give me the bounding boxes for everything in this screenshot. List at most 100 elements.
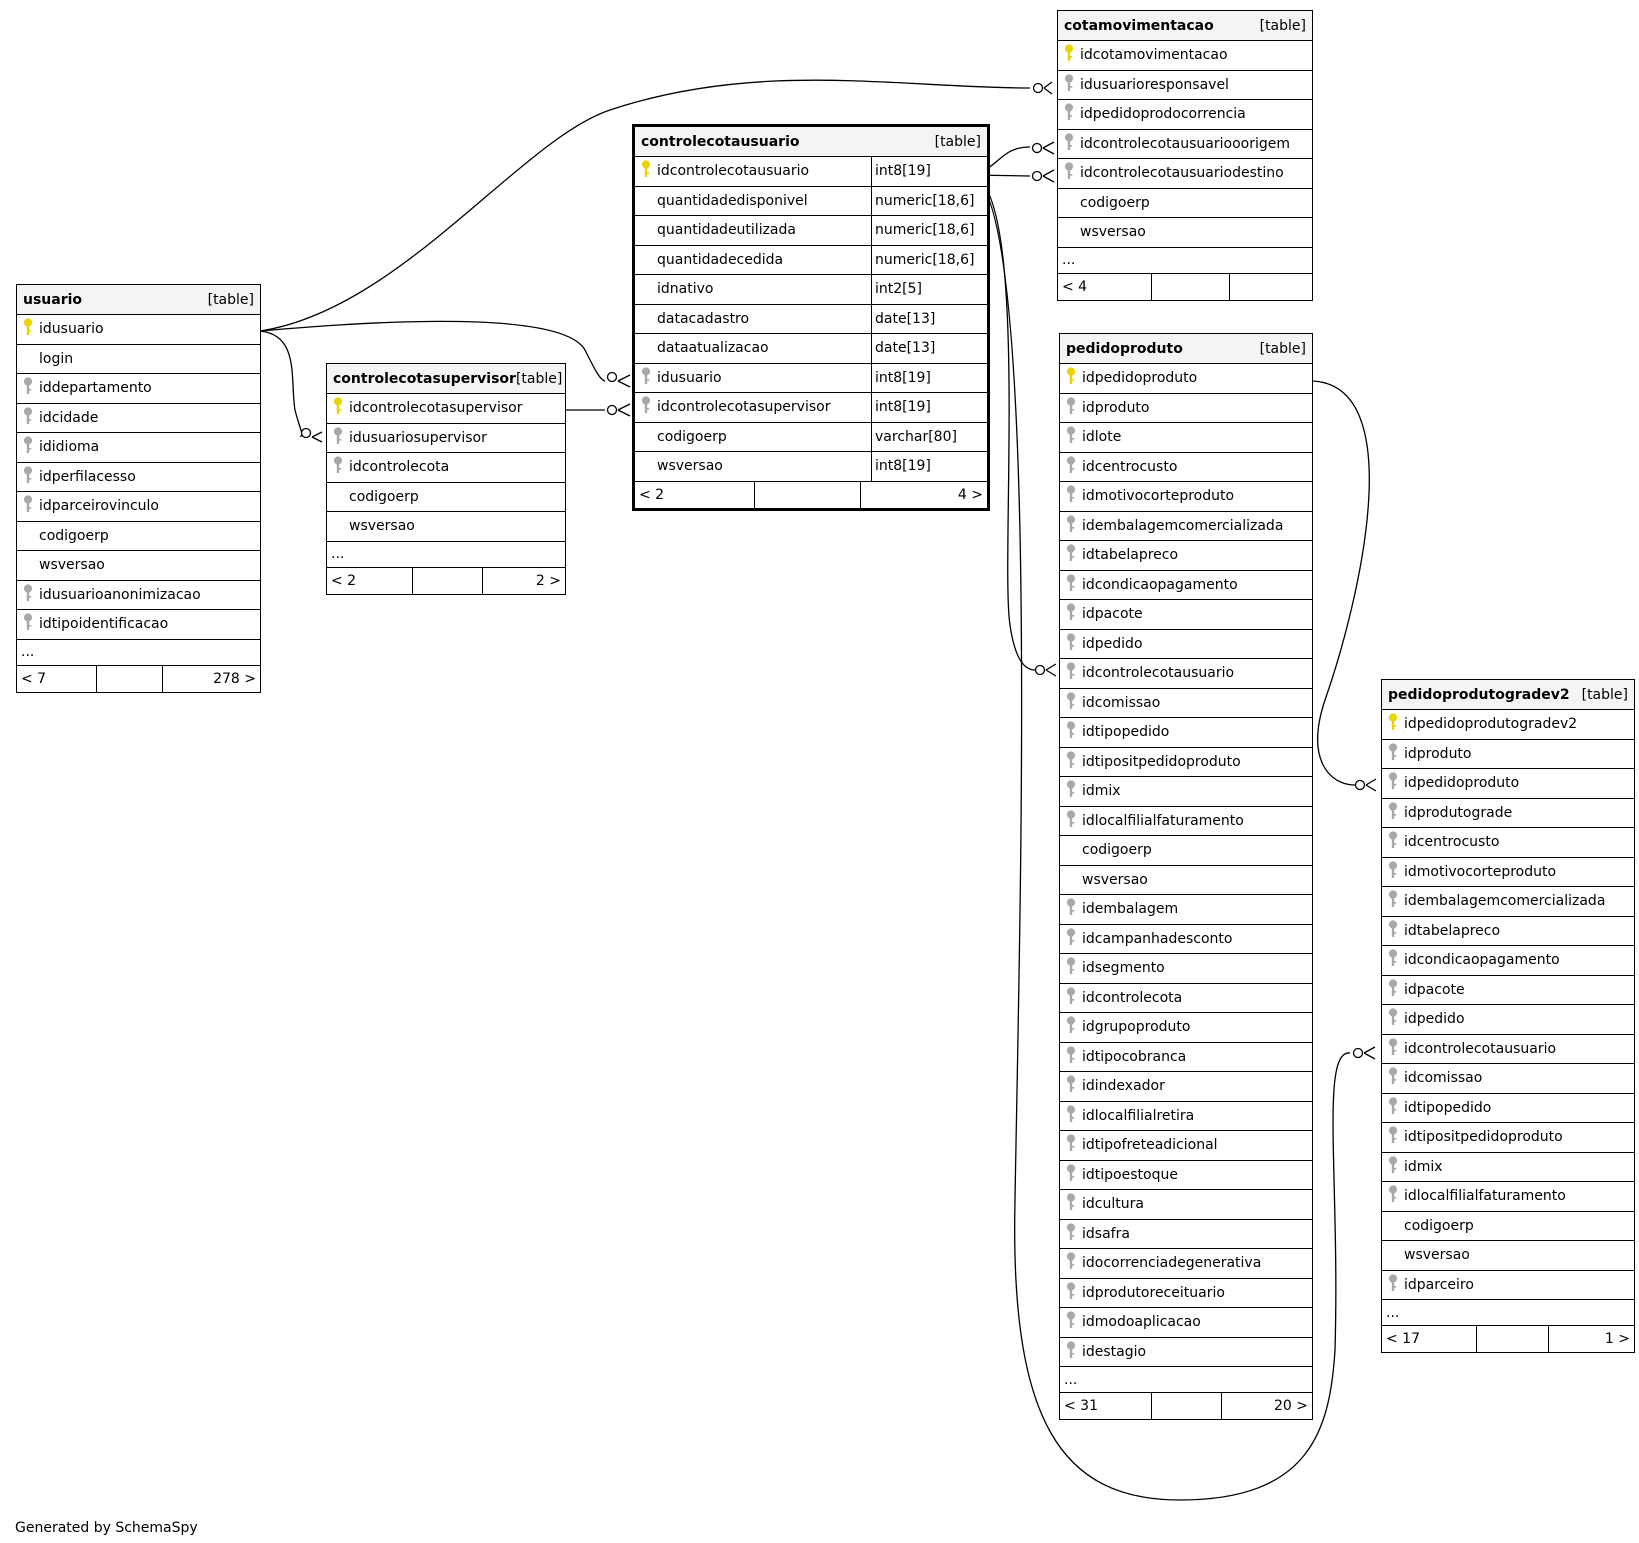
child-count: 1 > [1604,1331,1630,1347]
foreign-key-icon [1388,1274,1398,1296]
child-count: 2 > [535,572,561,589]
child-count: 20 > [1274,1398,1308,1414]
column-name: quantidadeutilizada [657,222,796,239]
edge-usuario-controlecotasupervisor [259,330,303,437]
table-name: controlecotausuario [641,133,800,150]
column-name: idcondicaopagamento [1082,576,1238,593]
edge-ccu-pedidoprodutogradev2 [971,174,1351,1501]
column-row: idcidade [17,404,260,433]
column-row: idpedidoproduto [1382,769,1634,799]
column-name: quantidadedisponivel [657,192,808,209]
child-count [1230,274,1312,300]
column-name: idprodutoreceituario [1082,1284,1225,1301]
table-header: pedidoproduto[table] [1060,334,1312,364]
table-name: controlecotasupervisor [333,370,516,387]
foreign-key-icon [1388,1126,1398,1148]
column-row: idlocalfilialfaturamento [1382,1182,1634,1212]
column-row: idtipositpedidoproduto [1060,748,1312,777]
column-name: idpedidoproduto [1082,370,1198,387]
table-name: usuario [23,291,83,308]
foreign-key-icon [1066,603,1076,625]
column-type: int8[19] [871,452,987,481]
column-row: codigoerp [1382,1212,1634,1241]
foreign-key-icon [1388,861,1398,883]
foreign-key-icon [1066,1223,1076,1245]
primary-key-icon [1388,713,1398,735]
zero-marker [1034,664,1046,676]
column-name: dataatualizacao [657,340,769,357]
foreign-key-icon [23,613,33,635]
zero-marker [1032,82,1044,94]
column-row: wsversao [17,551,260,581]
foreign-key-icon [333,456,343,478]
column-row: idcentrocusto [1060,453,1312,482]
column-name: quantidadecedida [657,251,784,268]
more-columns-ellipsis: ... [1060,1367,1312,1393]
column-name: idtabelapreco [1082,547,1179,564]
column-name: idproduto [1082,399,1150,416]
zero-marker [606,371,618,383]
column-name: wsversao [1404,1247,1470,1264]
column-name: idpacote [1082,606,1143,623]
foreign-key-icon [1388,1185,1398,1207]
column-name: idembalagem [1082,901,1179,918]
column-row: idusuario [17,315,260,345]
column-name: codigoerp [349,488,419,505]
edge-usuario-controlecotausuario [259,320,606,382]
column-row: iddepartamento [17,374,260,404]
foreign-key-icon [1066,1341,1076,1363]
column-row: idtipoestoque [1060,1161,1312,1190]
column-name: idtipocobranca [1082,1048,1187,1065]
table-type-label: [table] [207,291,254,308]
foreign-key-icon [641,367,651,389]
foreign-key-icon [1066,1252,1076,1274]
column-name: idtabelapreco [1404,922,1501,939]
column-name: idgrupoproduto [1082,1019,1191,1036]
column-name: codigoerp [1404,1217,1474,1234]
column-row: idlote [1060,423,1312,453]
column-row: idtipopedido [1060,718,1312,748]
row-count [1152,1393,1222,1419]
column-row: idcontrolecotausuariooorigem [1058,130,1312,159]
foreign-key-icon [1388,920,1398,942]
parent-count: < 7 [17,665,97,692]
foreign-key-icon [1388,1097,1398,1119]
foreign-key-icon [1066,1016,1076,1038]
generated-by-caption: Generated by SchemaSpy [15,1520,198,1536]
column-name: idpacote [1404,981,1465,998]
column-row: idprodutograde [1382,799,1634,828]
column-row: idproduto [1060,394,1312,423]
more-columns-ellipsis: ... [17,640,260,666]
foreign-key-icon [1066,397,1076,419]
column-name: idlocalfilialfaturamento [1404,1188,1566,1205]
column-name: codigoerp [39,527,109,544]
zero-marker [1352,1047,1364,1059]
column-type: date[13] [871,334,987,363]
column-row: idocorrenciadegenerativa [1060,1249,1312,1279]
foreign-key-icon [1066,456,1076,478]
column-row: idtipocobranca [1060,1043,1312,1072]
column-name: idtipoestoque [1082,1166,1178,1183]
foreign-key-icon [1066,780,1076,802]
column-name: idperfilacesso [39,468,136,485]
foreign-key-icon [1066,1046,1076,1068]
column-name: idpedidoprodocorrencia [1080,106,1246,123]
column-name: idtipofreteadicional [1082,1137,1218,1154]
column-row: idgrupoproduto [1060,1013,1312,1043]
column-row: idmotivocorteproduto [1382,858,1634,887]
foreign-key-icon [1388,949,1398,971]
column-name: idocorrenciadegenerativa [1082,1255,1262,1272]
zero-marker [606,404,618,416]
column-name: idmotivocorteproduto [1082,488,1235,505]
parent-count: < 4 [1058,273,1152,300]
column-name: idproduto [1404,745,1472,762]
column-row: idtipopedido [1382,1094,1634,1123]
column-name: idsafra [1082,1225,1130,1242]
foreign-key-icon [1066,662,1076,684]
